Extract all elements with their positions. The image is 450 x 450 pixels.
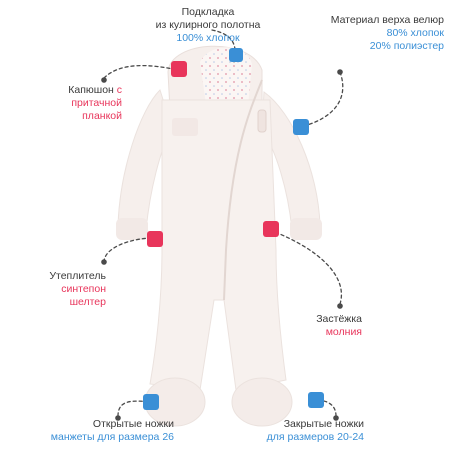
fastener-type: молния	[325, 326, 362, 338]
hood-with: с	[116, 84, 122, 96]
leader-insulation	[103, 237, 155, 263]
callout-outer-material: Материал верха велюр 80% хлопок 20% поли…	[262, 14, 444, 53]
callout-lining: Подкладка из кулирного полотна 100% хлоп…	[128, 6, 288, 45]
dot-closed-feet	[333, 415, 339, 421]
hood-lining	[200, 47, 252, 106]
marker-lining	[229, 48, 243, 62]
closed-feet-size: для размеров 20-24	[266, 431, 364, 443]
fastener-title: Застёжка	[316, 313, 362, 325]
marker-hood	[171, 61, 187, 77]
insulation-type: шелтер	[69, 296, 106, 308]
outer-material-polyester: 20% полиэстер	[369, 40, 444, 52]
callout-closed-feet: Закрытые ножки для размеров 20-24	[262, 418, 364, 444]
callout-hood: Капюшон с притачной планкой	[16, 84, 122, 123]
hood-title: Капюшон	[68, 84, 117, 96]
marker-closed-feet	[308, 392, 324, 408]
hood-line2: притачной	[71, 97, 122, 109]
dot-insulation	[101, 259, 107, 265]
lining-title: Подкладка	[181, 6, 235, 18]
open-feet-size: манжеты для размера 26	[50, 431, 174, 443]
leader-outer	[303, 71, 344, 127]
marker-open-feet	[143, 394, 159, 410]
marker-outer	[293, 119, 309, 135]
callout-open-feet: Открытые ножки манжеты для размера 26	[10, 418, 174, 444]
callout-fastener: Застёжка молния	[300, 313, 362, 339]
leader-hood	[103, 64, 179, 79]
leader-fastener	[269, 229, 342, 305]
outer-material-title: Материал верха велюр	[330, 14, 444, 26]
outer-material-cotton: 80% хлопок	[386, 27, 444, 39]
lining-composition: 100% хлопок	[176, 32, 240, 44]
closed-feet-title: Закрытые ножки	[283, 418, 364, 430]
lining-subtitle: из кулирного полотна	[155, 19, 261, 31]
marker-fastener	[263, 221, 279, 237]
marker-insulation	[147, 231, 163, 247]
callout-insulation: Утеплитель синтепон шелтер	[16, 270, 106, 309]
dot-fastener	[337, 303, 343, 309]
insulation-material: синтепон	[61, 283, 106, 295]
dot-hood	[101, 77, 107, 83]
dot-outer	[337, 69, 343, 75]
hood-line3: планкой	[82, 110, 122, 122]
dot-open-feet	[115, 415, 121, 421]
open-feet-title: Открытые ножки	[92, 418, 174, 430]
insulation-title: Утеплитель	[49, 270, 106, 282]
baby-overall	[116, 45, 322, 427]
